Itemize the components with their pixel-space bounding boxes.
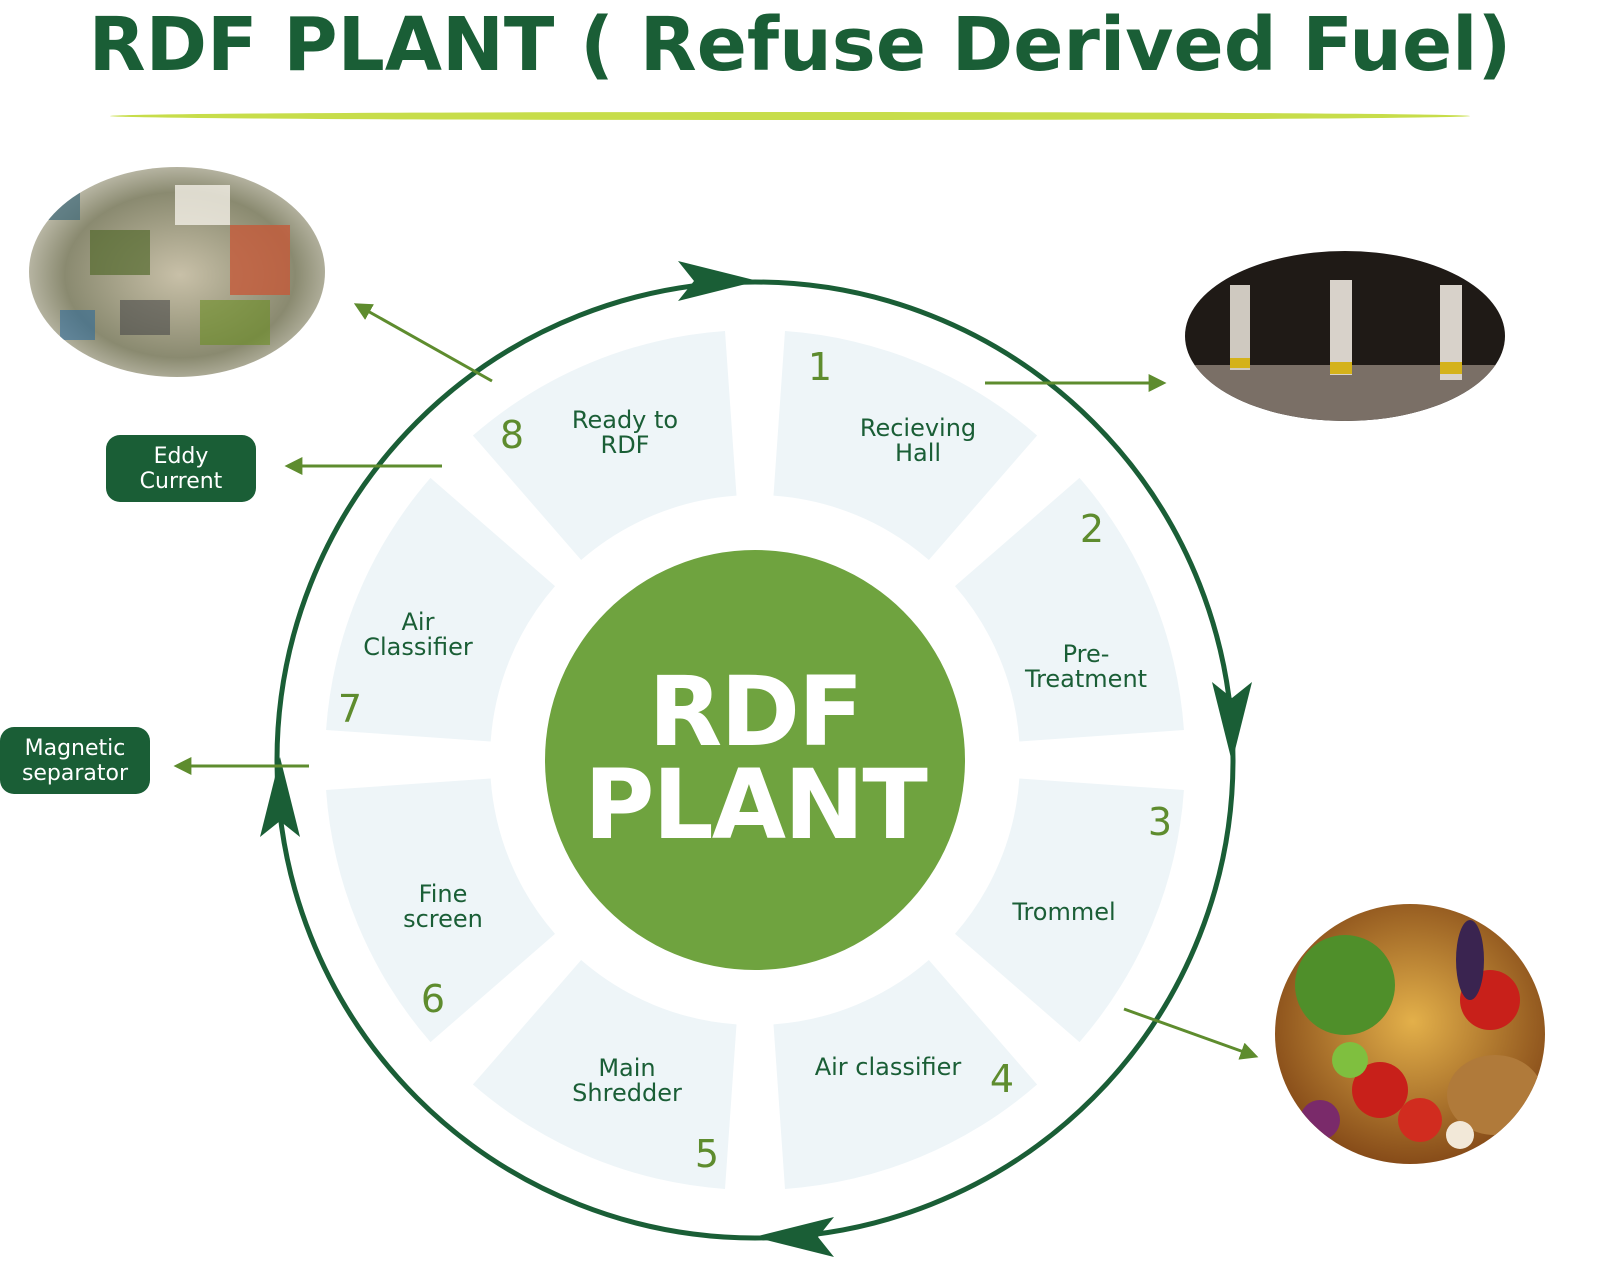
step-segment-6 bbox=[326, 778, 556, 1043]
title-underline bbox=[110, 112, 1470, 120]
output-arrow-vegetables bbox=[1123, 1007, 1259, 1060]
cycle-ring bbox=[274, 279, 1236, 1241]
step-segment-1 bbox=[773, 331, 1038, 561]
eddy-current-label: Eddy Current bbox=[106, 435, 256, 502]
step-number-7: 7 bbox=[338, 687, 362, 731]
step-label-line: Fine bbox=[419, 880, 468, 908]
ring-arrowhead-left bbox=[260, 757, 300, 837]
step-label-line: Ready to bbox=[572, 406, 678, 434]
step-label-line: Classifier bbox=[363, 633, 473, 661]
step-label-line: Air classifier bbox=[815, 1053, 962, 1081]
output-arrow-mixed-waste bbox=[353, 303, 493, 383]
step-label-line: Air bbox=[402, 608, 435, 636]
step-number-5: 5 bbox=[695, 1132, 719, 1176]
step-label-line: Shredder bbox=[572, 1079, 682, 1107]
step-number-3: 3 bbox=[1148, 800, 1172, 844]
page-title: RDF PLANT ( Refuse Derived Fuel) bbox=[88, 2, 1512, 88]
step-segment-3 bbox=[954, 778, 1184, 1043]
ring-arrowhead-bottom bbox=[754, 1217, 834, 1257]
step-label-line: Pre- bbox=[1063, 640, 1110, 668]
center-title-line1: RDF bbox=[648, 656, 861, 768]
step-number-1: 1 bbox=[808, 345, 832, 389]
ring-arrowhead-top bbox=[678, 261, 758, 301]
step-segment-2 bbox=[954, 477, 1184, 742]
center-circle bbox=[545, 550, 965, 970]
step-segment-8 bbox=[472, 331, 737, 561]
step-label-4: Air classifier bbox=[815, 1053, 962, 1081]
receiving-hall-photo bbox=[1185, 251, 1505, 421]
step-label-line: Recieving bbox=[860, 414, 976, 442]
step-number-6: 6 bbox=[421, 977, 445, 1021]
step-label-line: RDF bbox=[601, 431, 650, 459]
step-label-line: Main bbox=[598, 1054, 655, 1082]
center-title-line2: PLANT bbox=[584, 749, 927, 861]
step-segment-4 bbox=[773, 959, 1038, 1189]
magnetic-separator-label: Magnetic separator bbox=[0, 727, 150, 794]
step-segment-7 bbox=[326, 477, 556, 742]
step-label-2: Pre-Treatment bbox=[1024, 640, 1147, 693]
step-label-line: screen bbox=[403, 905, 483, 933]
step-number-2: 2 bbox=[1080, 507, 1104, 551]
step-segment-5 bbox=[472, 959, 737, 1189]
step-label-3: Trommel bbox=[1011, 898, 1115, 926]
mixed-waste-photo bbox=[29, 167, 325, 377]
ring-arrowhead-right bbox=[1212, 682, 1252, 762]
vegetables-photo bbox=[1275, 904, 1545, 1164]
step-label-line: Trommel bbox=[1011, 898, 1115, 926]
step-label-line: Hall bbox=[895, 439, 941, 467]
step-label-line: Treatment bbox=[1024, 665, 1147, 693]
step-number-8: 8 bbox=[500, 413, 524, 457]
step-number-4: 4 bbox=[990, 1057, 1014, 1101]
